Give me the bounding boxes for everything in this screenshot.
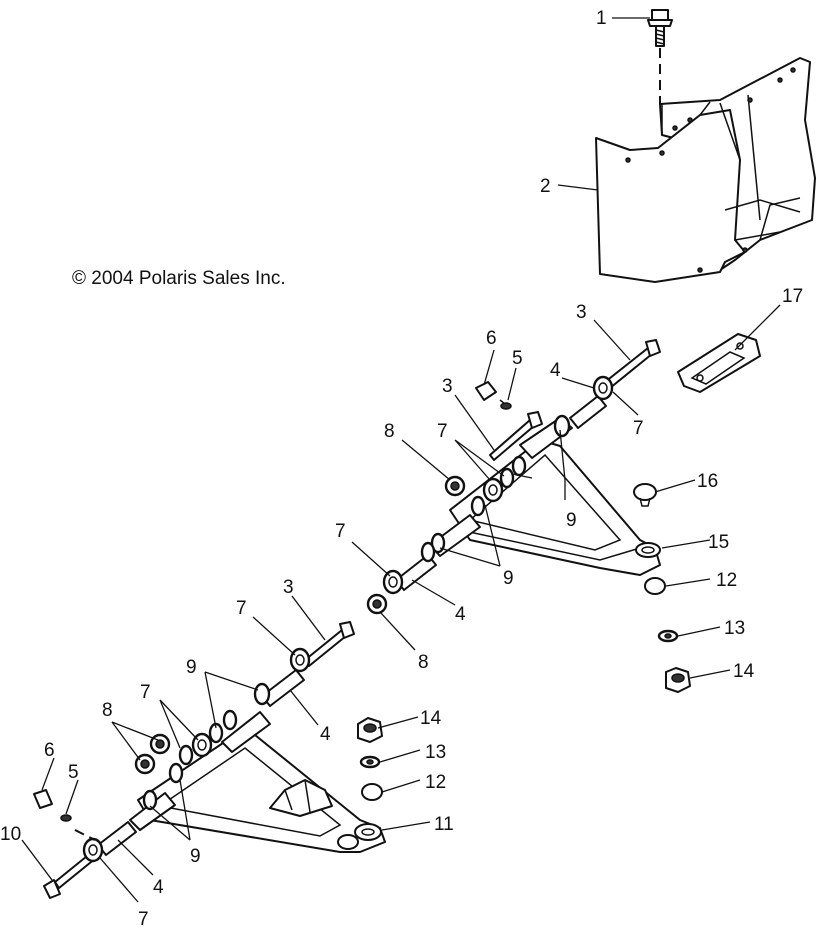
callout-8: 8	[418, 652, 429, 673]
lower-grease-fitting	[33, 789, 96, 841]
part-17-plate	[677, 333, 761, 393]
callout-13: 13	[724, 618, 745, 639]
callout-9: 9	[186, 657, 197, 678]
callout-13: 13	[425, 742, 446, 763]
callout-6: 6	[44, 740, 55, 761]
callout-3: 3	[283, 577, 294, 598]
callout-4: 4	[153, 877, 164, 898]
callout-9: 9	[566, 510, 577, 531]
upper-shafts	[366, 375, 614, 615]
callout-7: 7	[633, 418, 644, 439]
washer-13-upper	[657, 629, 679, 643]
ball-joint-16	[633, 483, 657, 507]
callout-17: 17	[782, 286, 803, 307]
callout-7: 7	[437, 421, 448, 442]
callout-14: 14	[733, 661, 755, 682]
callout-1: 1	[596, 8, 607, 29]
part-11-lower-a-arm	[137, 734, 386, 853]
callout-8: 8	[384, 421, 395, 442]
callout-10: 10	[0, 824, 21, 845]
callout-7: 7	[236, 598, 247, 619]
callout-8: 8	[102, 700, 113, 721]
copyright-notice: © 2004 Polaris Sales Inc.	[72, 268, 286, 289]
callout-9: 9	[503, 568, 514, 589]
callout-5: 5	[68, 762, 79, 783]
callout-9: 9	[190, 846, 201, 867]
callout-3: 3	[442, 376, 453, 397]
callout-4: 4	[455, 604, 466, 625]
upper-grease-fitting	[475, 381, 512, 410]
callout-14: 14	[420, 708, 442, 729]
lower-shafts	[82, 647, 311, 863]
callout-7: 7	[138, 909, 149, 928]
callout-4: 4	[320, 724, 331, 745]
callout-5: 5	[512, 348, 523, 369]
part-1-bolt	[647, 9, 673, 105]
callout-16: 16	[697, 471, 718, 492]
dust-cap-12-upper	[644, 577, 666, 595]
dust-cap-12-lower	[361, 783, 383, 801]
callout-labels: 1 2 17 3 6 5 4 7 3 8 7 9 16 15 7 9 12 4 …	[0, 8, 803, 928]
callout-11: 11	[434, 814, 454, 835]
callout-2: 2	[540, 176, 551, 197]
callout-12: 12	[716, 570, 737, 591]
upper-bolts	[489, 339, 661, 461]
nut-14-upper	[665, 667, 691, 693]
callout-4: 4	[550, 360, 561, 381]
callout-7: 7	[140, 682, 151, 703]
callout-6: 6	[486, 328, 497, 349]
nut-14-lower	[357, 717, 383, 743]
leader-lines	[21, 17, 781, 903]
callout-12: 12	[425, 772, 446, 793]
part-2-fender-panel	[595, 57, 816, 283]
callout-7: 7	[335, 521, 346, 542]
washer-13-lower	[359, 755, 381, 769]
callout-3: 3	[576, 302, 587, 323]
callout-15: 15	[708, 532, 729, 553]
